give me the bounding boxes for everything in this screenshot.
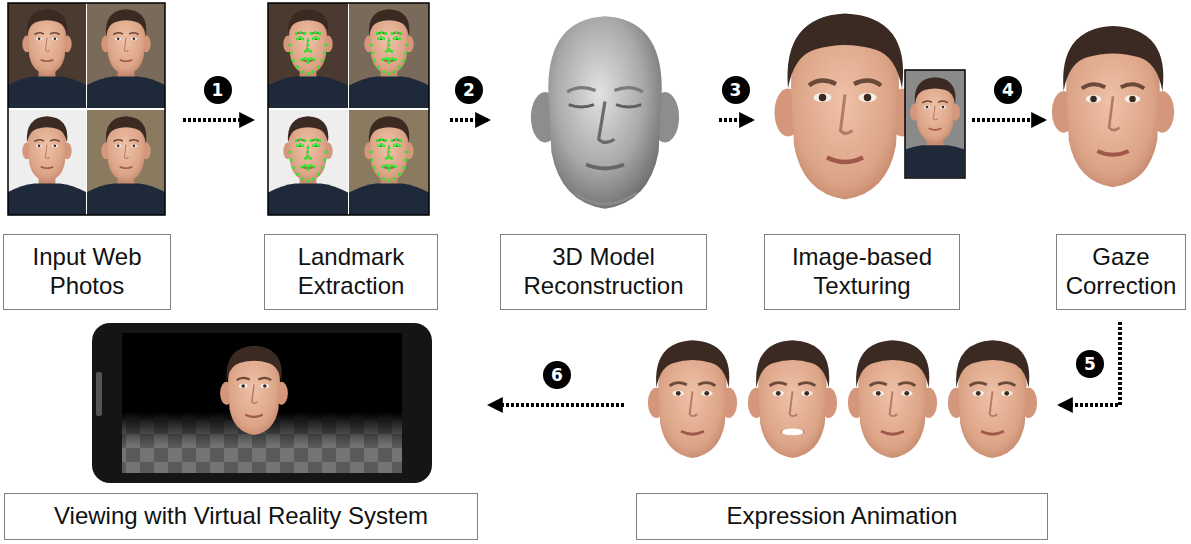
step-number: 3: [722, 76, 750, 104]
flow-arrow: [1060, 322, 1120, 405]
pipeline-stage: Landmark Extraction: [264, 0, 438, 310]
pipeline-stage: Viewing with Virtual Reality System: [4, 326, 478, 540]
flow-arrow: [719, 118, 752, 122]
step-number: 6: [543, 361, 571, 389]
flow-arrow: [450, 118, 488, 122]
pipeline-stage: Expression Animation: [636, 326, 1048, 540]
stage-label-box: Input Web Photos: [3, 234, 171, 310]
step-number: 1: [204, 76, 232, 104]
flow-arrow: [183, 118, 252, 122]
step-number: 5: [1076, 350, 1104, 378]
mesh-head: [531, 16, 679, 208]
flow-arrow: [490, 403, 624, 407]
stage-label-box: Landmark Extraction: [264, 234, 438, 310]
textured-head: [775, 14, 989, 200]
pipeline-stage: Input Web Photos: [3, 0, 171, 310]
step-number: 4: [994, 76, 1022, 104]
vr-phone: [92, 323, 432, 483]
pipeline-stage: Gaze Correction: [1056, 0, 1186, 310]
expression-heads: [648, 340, 1037, 458]
flow-arrow: [972, 118, 1044, 122]
stage-label-box: Expression Animation: [636, 493, 1048, 540]
landmark-photo-grid: [256, 3, 442, 215]
stage-label-box: Viewing with Virtual Reality System: [4, 493, 478, 540]
stage-label-box: 3D Model Reconstruction: [500, 234, 707, 310]
gaze-corrected-head: [1052, 26, 1174, 187]
pipeline-stage: Image-based Texturing: [764, 0, 960, 310]
stage-label-box: Image-based Texturing: [764, 234, 960, 310]
photo-grid: [0, 3, 179, 215]
stage-label-box: Gaze Correction: [1056, 234, 1186, 310]
step-number: 2: [455, 76, 483, 104]
pipeline-stage: 3D Model Reconstruction: [500, 0, 707, 310]
